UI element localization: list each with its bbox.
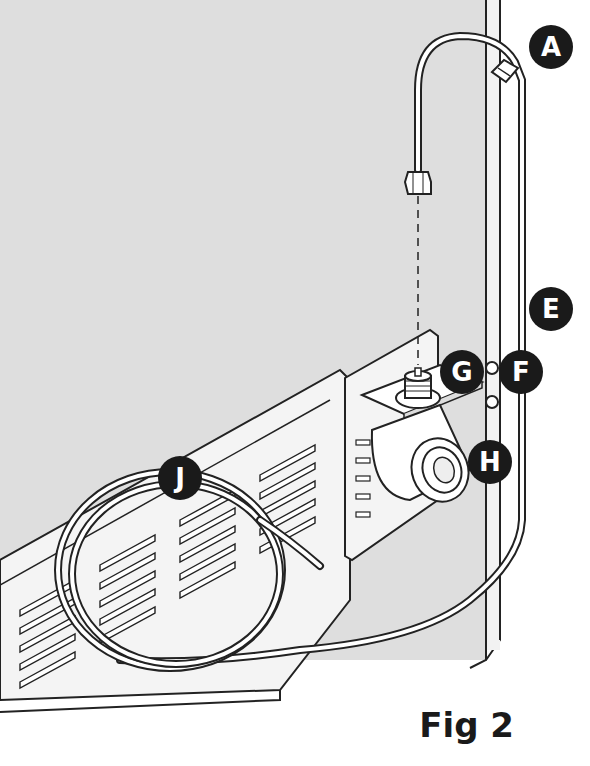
bracket-slot: [356, 512, 370, 517]
callout-letter: J: [158, 456, 202, 500]
louver-slot: [100, 553, 155, 589]
callout-letter: G: [440, 350, 484, 394]
water-tube: [120, 36, 522, 661]
bracket-slot: [356, 494, 370, 499]
callout-letter: A: [529, 25, 573, 69]
louver-slot: [180, 508, 235, 544]
tube-coil: [58, 472, 320, 668]
callout-letter: H: [468, 440, 512, 484]
louver-slot: [260, 463, 315, 499]
louver-slot: [100, 571, 155, 607]
louver-slot: [260, 445, 315, 481]
louver-slot: [100, 535, 155, 571]
bracket-slot: [356, 476, 370, 481]
louver-slot: [20, 652, 75, 688]
louver-slot: [20, 616, 75, 652]
louver-slot: [20, 634, 75, 670]
callout-letter: E: [529, 287, 573, 331]
louver-slot: [100, 589, 155, 625]
louver-slot: [180, 562, 235, 598]
callout-letter: F: [499, 350, 543, 394]
bracket-slot: [356, 458, 370, 463]
louver-slot: [260, 481, 315, 517]
bracket-slot: [356, 440, 370, 445]
louver-slot: [180, 526, 235, 562]
figure-caption: Fig 2: [419, 705, 514, 745]
louver-slot: [180, 544, 235, 580]
compression-nut: [405, 172, 431, 194]
